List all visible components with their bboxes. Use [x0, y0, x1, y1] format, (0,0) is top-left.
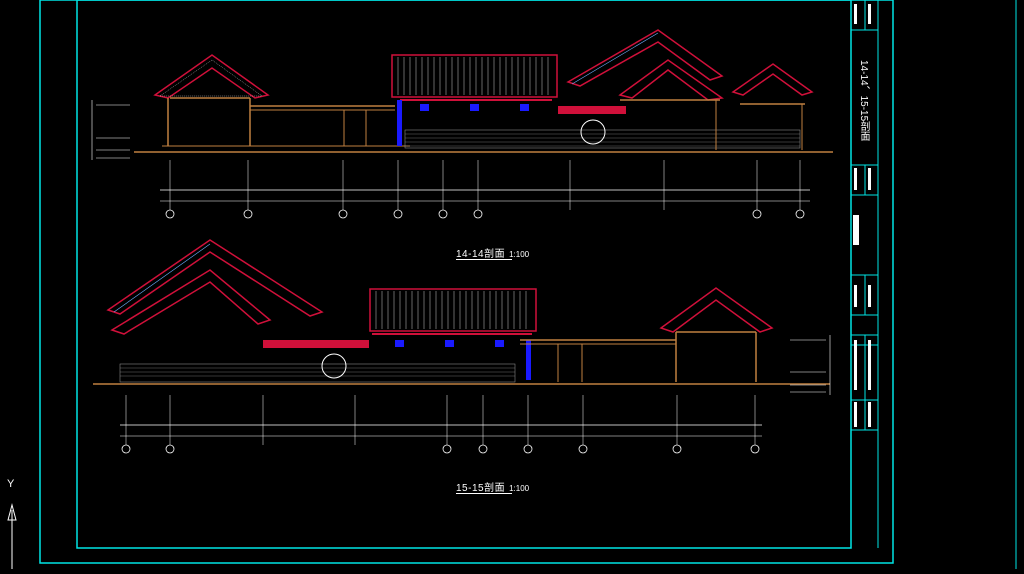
title-block-marker [853, 215, 859, 245]
section-14-drawing[interactable] [91, 29, 833, 219]
ucs-y-label: Y [7, 478, 15, 490]
section-14-title-text: 14-14剖面 [456, 249, 506, 260]
title-block-small-text [854, 4, 871, 427]
section-14-scale: 1:100 [509, 250, 530, 259]
section-15-title-text: 15-15剖面 [456, 483, 506, 494]
ucs-icon [7, 503, 17, 569]
section-15-title-underline [456, 493, 512, 494]
section-14-title-underline [456, 259, 512, 260]
title-block-sheet-title: 14-14、15-15剖面 [858, 60, 869, 142]
section-15-drawing[interactable] [93, 239, 831, 454]
section-15-scale: 1:100 [509, 484, 530, 493]
outer-frame [39, 0, 894, 564]
